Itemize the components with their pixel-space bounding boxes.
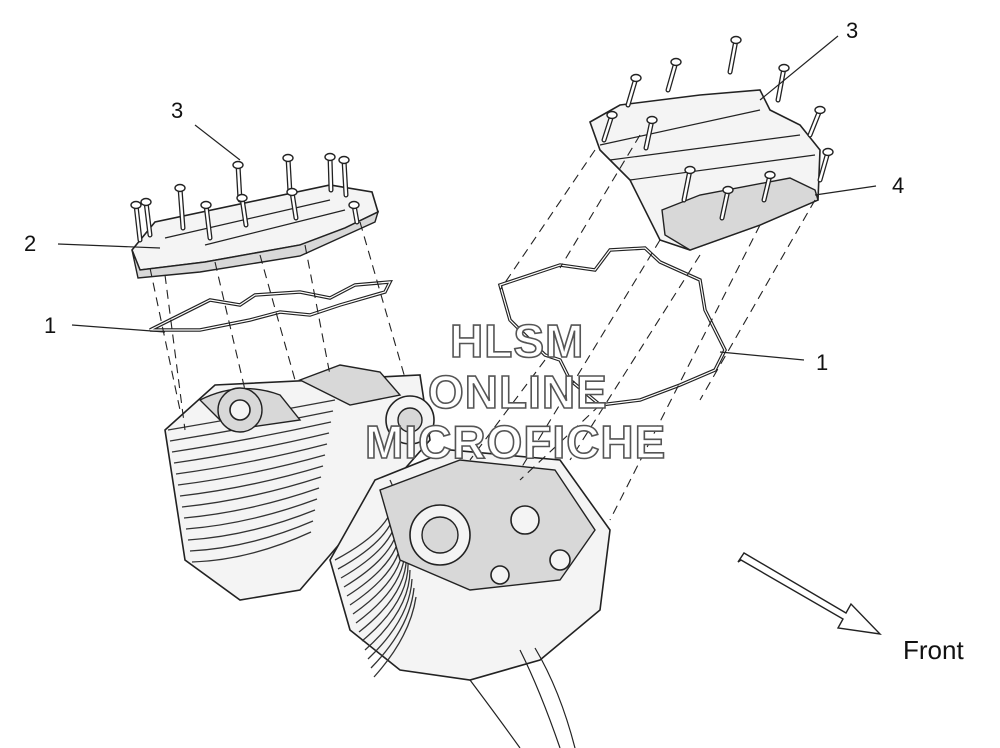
cooling-fin bbox=[185, 498, 318, 530]
rear-alignment-lines bbox=[149, 221, 406, 431]
callout-1-rear-gasket: 1 bbox=[44, 313, 56, 338]
bolt bbox=[665, 57, 682, 93]
watermark: HLSM ONLINE MICROFICHE bbox=[364, 314, 666, 469]
bolt bbox=[817, 147, 834, 183]
bolt bbox=[174, 183, 186, 231]
cooling-fin bbox=[171, 421, 332, 453]
rear-cover-bolts bbox=[130, 152, 360, 243]
cooling-fin bbox=[361, 560, 409, 642]
cooling-fin bbox=[183, 487, 320, 519]
callout-1-front-gasket: 1 bbox=[816, 350, 828, 375]
bolt bbox=[130, 200, 143, 243]
cooling-fin bbox=[189, 520, 314, 552]
callout-2-rear-cover: 2 bbox=[24, 231, 36, 256]
cooling-fin bbox=[191, 531, 312, 563]
bolt bbox=[324, 152, 336, 193]
bolt bbox=[761, 170, 776, 203]
cooling-fin bbox=[370, 587, 415, 669]
bolt bbox=[236, 193, 249, 228]
rear-cylinder bbox=[164, 364, 431, 601]
leader-lines bbox=[57, 35, 877, 361]
bolt bbox=[625, 73, 642, 108]
bolt bbox=[348, 200, 360, 225]
rear-rocker-cover bbox=[131, 184, 380, 279]
bolt bbox=[601, 110, 618, 143]
bolt bbox=[681, 165, 696, 203]
bolt bbox=[140, 197, 153, 238]
cooling-fin bbox=[173, 432, 330, 464]
cooling-fin bbox=[187, 509, 316, 541]
cooling-fin bbox=[175, 443, 328, 475]
cooling-fin bbox=[364, 569, 411, 651]
callout-3-front-bolts: 3 bbox=[846, 18, 858, 43]
watermark-line-2: ONLINE bbox=[428, 366, 608, 418]
bolt bbox=[643, 115, 658, 151]
callout-3-rear-bolts: 3 bbox=[171, 98, 183, 123]
bolt bbox=[775, 63, 790, 103]
front-direction-arrow-icon bbox=[737, 552, 882, 635]
front-cover-bolts bbox=[601, 35, 834, 221]
callout-4-front-cover: 4 bbox=[892, 173, 904, 198]
bolt bbox=[200, 200, 213, 241]
cooling-fin bbox=[179, 465, 324, 497]
cooling-fin bbox=[373, 596, 417, 678]
front-direction-label: Front bbox=[903, 635, 964, 665]
cooling-fin bbox=[177, 454, 326, 486]
front-cylinder bbox=[329, 395, 611, 748]
cooling-fin bbox=[367, 578, 413, 660]
bolt bbox=[338, 155, 350, 198]
cooling-fin bbox=[181, 476, 322, 508]
front-rocker-cover bbox=[589, 89, 821, 251]
bolt bbox=[282, 153, 294, 196]
watermark-line-3: MICROFICHE bbox=[365, 416, 666, 468]
bolt bbox=[286, 187, 299, 221]
front-alignment-lines bbox=[469, 134, 816, 521]
bolt bbox=[719, 185, 734, 221]
bolt bbox=[727, 35, 742, 75]
watermark-line-1: HLSM bbox=[450, 315, 584, 367]
bolt bbox=[807, 105, 826, 138]
